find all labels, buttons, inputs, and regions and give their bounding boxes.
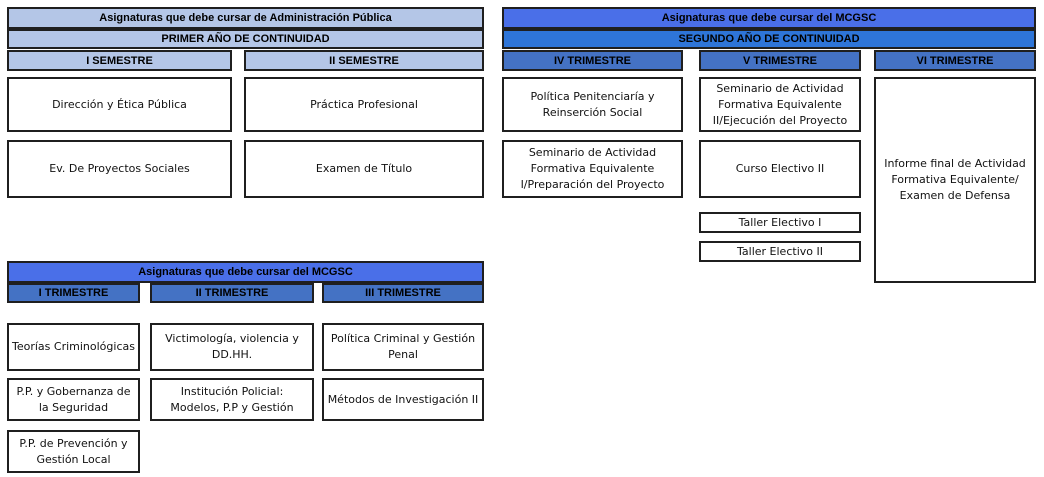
mcgsc-bottom-title-text: Asignaturas que debe cursar del MCGSC: [138, 266, 353, 278]
t4-header-text: IV TRIMESTRE: [553, 54, 631, 67]
course-box: Dirección y Ética Pública: [7, 77, 232, 132]
course-box: Taller Electivo II: [699, 241, 861, 262]
course-label: Seminario de Actividad Formativa Equival…: [712, 81, 848, 127]
t1-header-text: I TRIMESTRE: [38, 287, 109, 299]
course-label: Ev. De Proyectos Sociales: [49, 162, 190, 175]
admin-sem1-header: I SEMESTRE: [7, 50, 232, 71]
course-box: Informe final de Actividad Formativa Equ…: [874, 77, 1036, 283]
course-box: Teorías Criminológicas: [7, 323, 140, 371]
t3-header-text: III TRIMESTRE: [365, 287, 441, 299]
course-box: Política Penitenciaría y Reinserción Soc…: [502, 77, 683, 132]
course-label: Institución Policial: Modelos, P.P y Ges…: [170, 384, 294, 414]
course-box: Seminario de Actividad Formativa Equival…: [699, 77, 861, 132]
mcgsc-top-year-text: SEGUNDO AÑO DE CONTINUIDAD: [678, 33, 860, 45]
t3-header: III TRIMESTRE: [322, 283, 484, 303]
course-label: Taller Electivo II: [737, 244, 823, 258]
course-label: Informe final de Actividad Formativa Equ…: [884, 157, 1026, 202]
course-label: Política Penitenciaría y Reinserción Soc…: [530, 89, 655, 119]
t5-header-text: V TRIMESTRE: [743, 54, 817, 67]
mcgsc-top-title: Asignaturas que debe cursar del MCGSC: [502, 7, 1036, 29]
course-label: Examen de Título: [315, 162, 413, 175]
admin-sem2-text: II SEMESTRE: [329, 54, 399, 67]
course-label: Teorías Criminológicas: [12, 340, 135, 353]
course-label: Práctica Profesional: [310, 97, 418, 111]
admin-year-header: PRIMER AÑO DE CONTINUIDAD: [7, 29, 484, 49]
mcgsc-top-year-header: SEGUNDO AÑO DE CONTINUIDAD: [502, 29, 1036, 49]
course-box: Taller Electivo I: [699, 212, 861, 233]
course-box: Práctica Profesional: [244, 77, 484, 132]
course-label: P.P. y Gobernanza de la Seguridad: [16, 384, 131, 414]
t2-header: II TRIMESTRE: [150, 283, 314, 303]
course-label: Métodos de Investigación II: [327, 392, 479, 406]
t6-header: VI TRIMESTRE: [874, 50, 1036, 71]
course-label: Curso Electivo II: [735, 162, 825, 175]
course-label: Política Criminal y Gestión Penal: [330, 332, 476, 361]
mcgsc-bottom-title: Asignaturas que debe cursar del MCGSC: [7, 261, 484, 283]
t5-header: V TRIMESTRE: [699, 50, 861, 71]
course-label: P.P. de Prevención y Gestión Local: [19, 436, 128, 466]
admin-title-text: Asignaturas que debe cursar de Administr…: [99, 12, 392, 24]
course-box: Victimología, violencia y DD.HH.: [150, 323, 314, 371]
course-box: Política Criminal y Gestión Penal: [322, 323, 484, 371]
admin-title: Asignaturas que debe cursar de Administr…: [7, 7, 484, 29]
course-box: Institución Policial: Modelos, P.P y Ges…: [150, 378, 314, 421]
t6-header-text: VI TRIMESTRE: [916, 54, 994, 67]
t2-header-text: II TRIMESTRE: [195, 287, 269, 299]
t1-header: I TRIMESTRE: [7, 283, 140, 303]
course-label: Dirección y Ética Pública: [52, 97, 187, 111]
mcgsc-top-title-text: Asignaturas que debe cursar del MCGSC: [661, 12, 877, 24]
course-box: P.P. y Gobernanza de la Seguridad: [7, 378, 140, 421]
course-box: Examen de Título: [244, 140, 484, 198]
course-label: Seminario de Actividad Formativa Equival…: [520, 146, 665, 191]
course-box: Métodos de Investigación II: [322, 378, 484, 421]
course-box: P.P. de Prevención y Gestión Local: [7, 430, 140, 473]
course-label: Taller Electivo I: [738, 215, 822, 229]
course-box: Ev. De Proyectos Sociales: [7, 140, 232, 198]
t4-header: IV TRIMESTRE: [502, 50, 683, 71]
course-box: Curso Electivo II: [699, 140, 861, 198]
admin-year-text: PRIMER AÑO DE CONTINUIDAD: [161, 33, 330, 45]
course-box: Seminario de Actividad Formativa Equival…: [502, 140, 683, 198]
admin-sem2-header: II SEMESTRE: [244, 50, 484, 71]
admin-sem1-text: I SEMESTRE: [86, 54, 153, 67]
course-label: Victimología, violencia y DD.HH.: [165, 332, 299, 361]
